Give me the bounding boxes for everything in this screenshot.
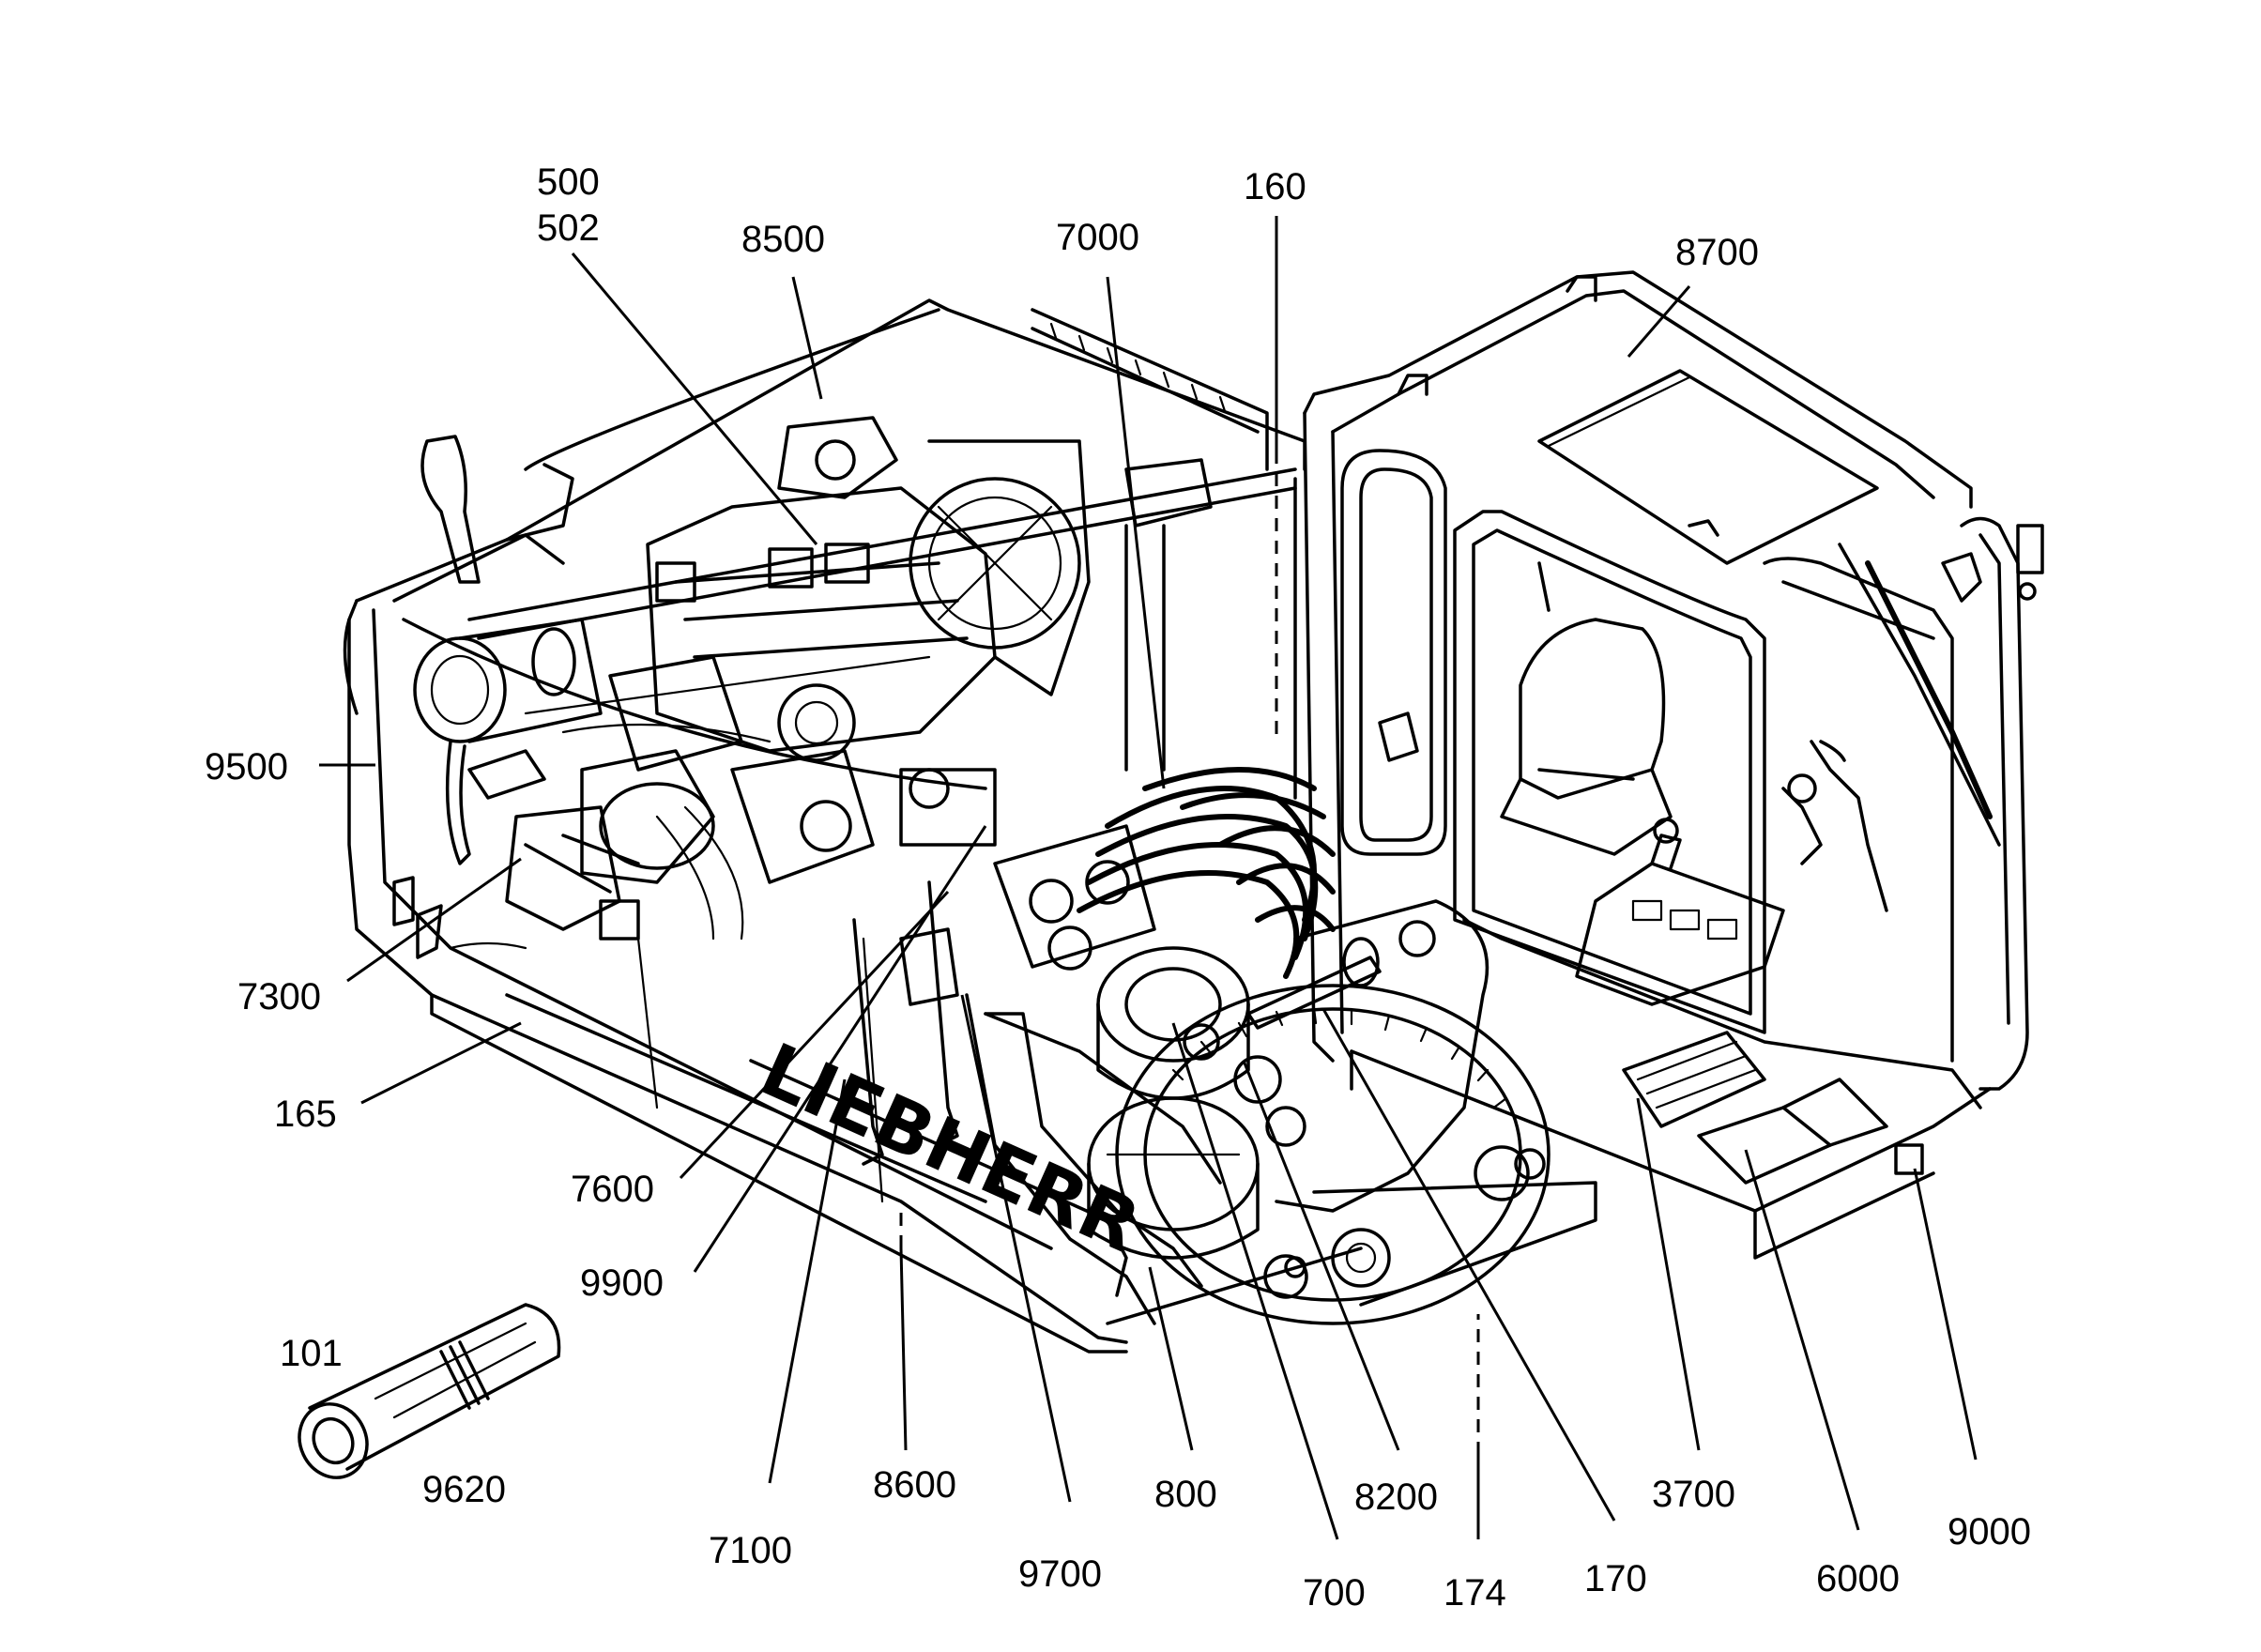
callout-170: 170 xyxy=(1584,1558,1647,1599)
leader-9900 xyxy=(693,825,987,1273)
callout-7100: 7100 xyxy=(709,1530,792,1571)
leader-500-502 xyxy=(571,252,818,545)
callout-9500: 9500 xyxy=(205,746,288,788)
frame xyxy=(852,880,1363,1325)
leader-lines xyxy=(319,216,1978,1540)
leader-8700 xyxy=(1627,285,1691,358)
leader-700 xyxy=(1171,1022,1339,1540)
leader-7100 xyxy=(768,1078,847,1484)
leader-7300 xyxy=(346,857,522,983)
leader-9700 xyxy=(960,994,1072,1503)
callout-160: 160 xyxy=(1244,166,1306,207)
hydraulic-hoses xyxy=(993,767,1336,979)
leader-170 xyxy=(1321,1008,1616,1522)
callout-labels: 500 502 8500 7000 160 8700 9500 7300 165… xyxy=(205,161,2031,1614)
radiator-area xyxy=(1031,308,1297,800)
callout-9620: 9620 xyxy=(422,1469,506,1510)
leader-8200 xyxy=(1242,1060,1400,1451)
slewing-ring xyxy=(1087,899,1597,1325)
callout-8700: 8700 xyxy=(1675,232,1759,273)
leader-165 xyxy=(360,1021,522,1105)
callout-700: 700 xyxy=(1303,1572,1366,1614)
callout-502: 502 xyxy=(537,207,600,249)
callout-7000: 7000 xyxy=(1056,217,1139,258)
callout-6000: 6000 xyxy=(1816,1558,1900,1599)
callout-800: 800 xyxy=(1154,1474,1217,1515)
callout-8500: 8500 xyxy=(741,219,825,260)
callout-9000: 9000 xyxy=(1948,1511,2031,1553)
tool-roll xyxy=(298,1303,561,1479)
callout-7600: 7600 xyxy=(571,1169,654,1210)
operator-cab xyxy=(1303,270,2044,1260)
leader-8500 xyxy=(791,276,823,400)
leader-7600 xyxy=(679,890,950,1180)
engine-assembly xyxy=(392,416,1297,941)
callout-174: 174 xyxy=(1444,1572,1506,1614)
leader-9000 xyxy=(1913,1168,1978,1461)
leader-6000 xyxy=(1744,1149,1860,1531)
callout-3700: 3700 xyxy=(1652,1474,1735,1515)
callout-165: 165 xyxy=(274,1094,337,1135)
engine-housing xyxy=(343,298,1306,1354)
leader-3700 xyxy=(1636,1097,1701,1451)
excavator-drawing: LIEBHERR xyxy=(298,270,2044,1479)
callout-101: 101 xyxy=(280,1333,343,1374)
callout-9700: 9700 xyxy=(1018,1553,1102,1595)
leader-7000 xyxy=(1106,276,1166,789)
callout-8200: 8200 xyxy=(1354,1476,1438,1518)
callout-9900: 9900 xyxy=(580,1262,664,1304)
leader-8600 xyxy=(899,1247,908,1451)
callout-500: 500 xyxy=(537,161,600,203)
callout-8600: 8600 xyxy=(873,1464,956,1506)
leader-800 xyxy=(1148,1266,1194,1451)
callout-7300: 7300 xyxy=(237,976,321,1017)
